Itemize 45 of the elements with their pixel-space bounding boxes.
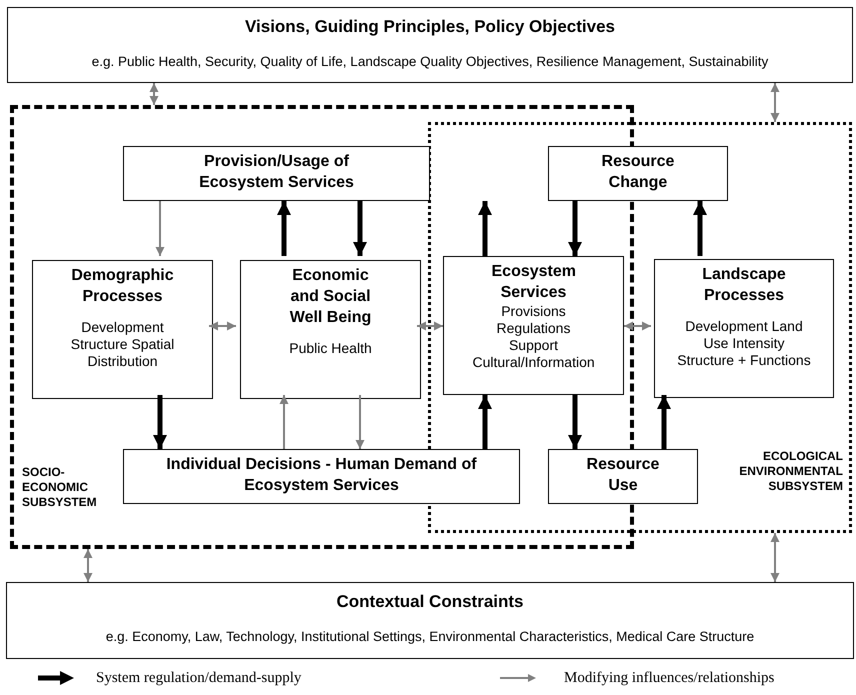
process-box — [32, 260, 213, 399]
arrow — [770, 83, 780, 122]
arrow — [478, 201, 492, 256]
box-title: Visions, Guiding Principles, Policy Objectives — [244, 16, 616, 38]
arrow — [478, 395, 492, 449]
arrow — [84, 549, 92, 582]
legend-label: System regulation/demand-supply — [96, 669, 302, 688]
process-box — [443, 256, 624, 395]
arrow — [657, 395, 671, 449]
box-title: Landscape Processes — [701, 265, 787, 306]
box-title: Provision/Usage of Ecosystem Services — [198, 152, 355, 193]
arrow — [624, 322, 651, 330]
arrow — [356, 395, 364, 449]
arrow — [277, 201, 291, 256]
box-title: Demographic Processes — [70, 266, 175, 307]
arrow — [209, 322, 236, 330]
process-box — [240, 260, 421, 399]
box-description: Public Health — [288, 340, 373, 357]
box-title: Resource Use — [586, 455, 660, 496]
arrow — [153, 395, 167, 449]
arrow — [417, 322, 443, 330]
box-title: Individual Decisions - Human Demand of Ecosystem Services — [165, 455, 478, 496]
legend-label: Modifying influences/relationships — [564, 669, 774, 688]
box-description: Development Land Use Intensity Structure + Functions — [676, 318, 812, 369]
process-box — [7, 7, 853, 83]
box-description: e.g. Public Health, Security, Quality of Life, Landscape Quality Objectives, Resilience Management, Sustainability — [92, 53, 768, 71]
arrow — [280, 395, 288, 449]
box-description: Development Structure Spatial Distribution — [70, 319, 176, 370]
arrow — [353, 201, 367, 256]
box-title: Ecosystem Services — [490, 262, 577, 303]
arrow — [568, 201, 582, 256]
arrow — [770, 533, 780, 582]
process-box — [6, 582, 854, 659]
box-title: Contextual Constraints — [336, 591, 524, 613]
region-label: ECOLOGICAL ENVIRONMENTAL SUBSYSTEM — [738, 449, 843, 494]
box-title: Economic and Social Well Being — [288, 266, 372, 328]
arrow — [693, 201, 707, 256]
arrow — [156, 201, 164, 256]
process-box — [654, 259, 834, 398]
arrow — [568, 395, 582, 449]
region-label: SOCIO-ECONOMIC SUBSYSTEM — [22, 465, 98, 510]
box-description: e.g. Economy, Law, Technology, Institutional Settings, Environmental Characteristics, Medical Care Structure — [106, 628, 754, 646]
box-title: Resource Change — [600, 152, 676, 193]
box-description: Provisions Regulations Support Cultural/Information — [472, 303, 596, 371]
arrow — [150, 83, 158, 105]
